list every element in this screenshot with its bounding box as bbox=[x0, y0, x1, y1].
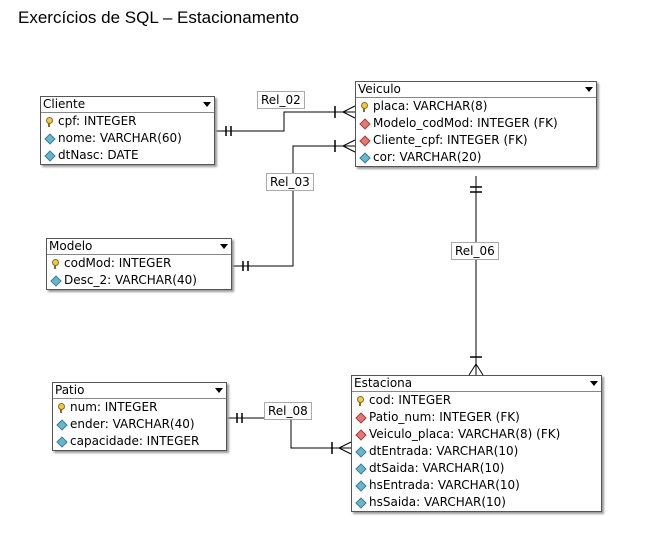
attribute-icon bbox=[359, 153, 369, 162]
foreign-key-icon bbox=[359, 119, 369, 128]
attribute-label: num: INTEGER bbox=[70, 400, 158, 414]
attribute-icon bbox=[355, 464, 365, 473]
attribute-label: dtEntrada: VARCHAR(10) bbox=[369, 444, 519, 458]
entity-veiculo[interactable]: Veiculo placa: VARCHAR(8) Modelo_codMod:… bbox=[355, 81, 597, 167]
attribute-row: Modelo_codMod: INTEGER (FK) bbox=[356, 115, 596, 132]
rel-02-label: Rel_02 bbox=[257, 91, 305, 109]
attribute-label: cpf: INTEGER bbox=[58, 114, 137, 128]
attribute-label: dtNasc: DATE bbox=[58, 148, 139, 162]
attribute-row: nome: VARCHAR(60) bbox=[41, 130, 214, 147]
attribute-label: placa: VARCHAR(8) bbox=[373, 99, 488, 113]
attribute-label: Veiculo_placa: VARCHAR(8) (FK) bbox=[369, 427, 561, 441]
entity-name: Patio bbox=[55, 383, 85, 397]
attribute-label: Patio_num: INTEGER (FK) bbox=[369, 410, 520, 424]
foreign-key-icon bbox=[355, 413, 365, 422]
attribute-label: Cliente_cpf: INTEGER (FK) bbox=[373, 133, 528, 147]
page-title: Exercícios de SQL – Estacionamento bbox=[18, 8, 299, 27]
entity-modelo[interactable]: Modelo codMod: INTEGER Desc_2: VARCHAR(4… bbox=[46, 238, 232, 290]
attribute-icon bbox=[56, 420, 66, 429]
key-icon bbox=[44, 117, 54, 127]
attribute-row: hsEntrada: VARCHAR(10) bbox=[352, 477, 601, 494]
attribute-row: dtEntrada: VARCHAR(10) bbox=[352, 443, 601, 460]
entity-header[interactable]: Estaciona bbox=[352, 376, 601, 392]
attribute-icon bbox=[355, 498, 365, 507]
attribute-icon bbox=[50, 276, 60, 285]
attribute-row: hsSaida: VARCHAR(10) bbox=[352, 494, 601, 511]
key-icon bbox=[359, 102, 369, 112]
attribute-row: placa: VARCHAR(8) bbox=[356, 98, 596, 115]
rel-08-line bbox=[225, 417, 351, 449]
entity-header[interactable]: Cliente bbox=[41, 97, 214, 113]
entity-header[interactable]: Patio bbox=[53, 383, 226, 399]
attribute-label: codMod: INTEGER bbox=[64, 256, 172, 270]
key-icon bbox=[50, 259, 60, 269]
foreign-key-icon bbox=[359, 136, 369, 145]
attribute-label: hsEntrada: VARCHAR(10) bbox=[369, 478, 520, 492]
entity-patio[interactable]: Patio num: INTEGER ender: VARCHAR(40) ca… bbox=[52, 382, 227, 451]
attribute-row: cod: INTEGER bbox=[352, 392, 601, 409]
key-icon bbox=[355, 396, 365, 406]
entity-cliente[interactable]: Cliente cpf: INTEGER nome: VARCHAR(60) d… bbox=[40, 96, 215, 165]
attribute-row: Patio_num: INTEGER (FK) bbox=[352, 409, 601, 426]
attribute-label: ender: VARCHAR(40) bbox=[70, 417, 195, 431]
rel-03-label: Rel_03 bbox=[266, 173, 314, 191]
attribute-label: Desc_2: VARCHAR(40) bbox=[64, 273, 197, 287]
entity-header[interactable]: Veiculo bbox=[356, 82, 596, 98]
entity-name: Estaciona bbox=[354, 376, 413, 390]
dropdown-arrow-icon[interactable] bbox=[215, 388, 223, 393]
attribute-icon bbox=[355, 447, 365, 456]
rel-08-label: Rel_08 bbox=[264, 402, 312, 420]
attribute-icon bbox=[355, 481, 365, 490]
entity-header[interactable]: Modelo bbox=[47, 239, 231, 255]
attribute-label: cod: INTEGER bbox=[369, 393, 452, 407]
attribute-icon bbox=[44, 151, 54, 160]
key-icon bbox=[56, 403, 66, 413]
entity-name: Veiculo bbox=[358, 82, 401, 96]
attribute-label: dtSaida: VARCHAR(10) bbox=[369, 461, 505, 475]
attribute-label: hsSaida: VARCHAR(10) bbox=[369, 495, 506, 509]
dropdown-arrow-icon[interactable] bbox=[220, 244, 228, 249]
rel-06-label: Rel_06 bbox=[451, 242, 499, 260]
attribute-row: Veiculo_placa: VARCHAR(8) (FK) bbox=[352, 426, 601, 443]
dropdown-arrow-icon[interactable] bbox=[590, 381, 598, 386]
rel-03-line bbox=[230, 145, 355, 267]
foreign-key-icon bbox=[355, 430, 365, 439]
attribute-icon bbox=[44, 134, 54, 143]
dropdown-arrow-icon[interactable] bbox=[585, 87, 593, 92]
attribute-row: capacidade: INTEGER bbox=[53, 433, 226, 450]
attribute-row: num: INTEGER bbox=[53, 399, 226, 416]
attribute-row: dtSaida: VARCHAR(10) bbox=[352, 460, 601, 477]
attribute-row: Desc_2: VARCHAR(40) bbox=[47, 272, 231, 289]
entity-estaciona[interactable]: Estaciona cod: INTEGER Patio_num: INTEGE… bbox=[351, 375, 602, 512]
attribute-row: dtNasc: DATE bbox=[41, 147, 214, 164]
dropdown-arrow-icon[interactable] bbox=[203, 102, 211, 107]
entity-name: Modelo bbox=[49, 239, 93, 253]
rel-02-line bbox=[214, 111, 355, 132]
attribute-row: Cliente_cpf: INTEGER (FK) bbox=[356, 132, 596, 149]
attribute-icon bbox=[56, 437, 66, 446]
entity-name: Cliente bbox=[43, 97, 86, 111]
attribute-row: codMod: INTEGER bbox=[47, 255, 231, 272]
attribute-label: cor: VARCHAR(20) bbox=[373, 150, 482, 164]
attribute-row: ender: VARCHAR(40) bbox=[53, 416, 226, 433]
attribute-label: nome: VARCHAR(60) bbox=[58, 131, 182, 145]
attribute-row: cpf: INTEGER bbox=[41, 113, 214, 130]
attribute-row: cor: VARCHAR(20) bbox=[356, 149, 596, 166]
attribute-label: Modelo_codMod: INTEGER (FK) bbox=[373, 116, 558, 130]
attribute-label: capacidade: INTEGER bbox=[70, 434, 200, 448]
